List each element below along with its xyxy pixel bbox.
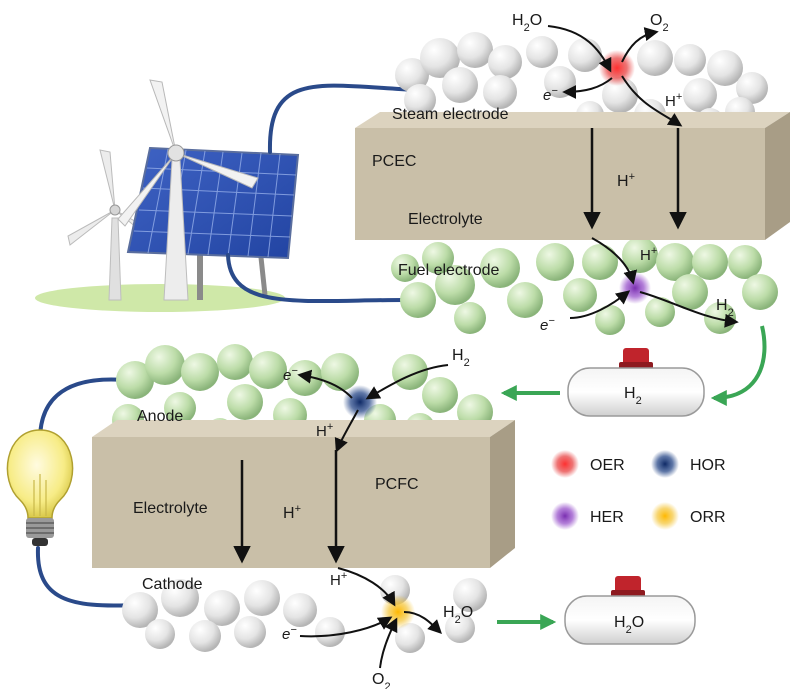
h2-storage-tank: H2 [567,348,705,417]
legend-label-her: HER [590,509,624,526]
anode-label: Anode [137,408,183,425]
reaction-legend: OER HOR HER ORR [551,450,726,530]
pcfc-electron-anode-label: e− [283,365,298,384]
pcfc-electron-cathode-label: e− [282,624,297,643]
oer-site-marker [599,50,635,86]
pcfc-h2o-out-label: H2O [443,604,473,626]
pcec-cell: Steam electrode PCEC H+ Electrolyte Fuel… [355,12,790,335]
cathode-particles [122,575,487,653]
hor-legend-swatch [651,450,679,478]
her-legend-swatch [551,502,579,530]
electrical-wires [35,83,417,608]
orr-to-h2o-arrow [403,611,442,634]
pcfc-proton-label: H+ [283,503,301,522]
her-to-h2-arrow [639,291,739,328]
electron-to-orr-arrow [299,616,393,638]
legend-item-oer: OER [551,450,625,478]
oer-electron-arrow [562,77,613,99]
oer-legend-swatch [551,450,579,478]
legend-label-orr: ORR [690,509,726,526]
hor-electron-arrow [297,369,353,399]
hor-site-marker [343,385,377,419]
wire-solar-to-steam-electrode [267,83,417,154]
pcec-proton-label: H+ [617,171,635,190]
pcfc-proton-cathode-label: H+ [330,570,347,589]
pcec-electron-top-label: e− [543,85,558,104]
proton-to-her-arrow [591,237,638,285]
pcec-block-label: PCEC [372,153,416,170]
renewable-energy-source [35,79,300,312]
oer-to-o2-arrow [621,27,659,63]
pcec-electron-bottom-label: e− [540,315,555,334]
pcec-h2-out-label: H2 [716,297,734,319]
wire-anode-to-bulb [38,377,127,442]
o2-to-orr-arrow [379,617,398,669]
orr-legend-swatch [651,502,679,530]
h2-tank-label: H2 [624,385,642,407]
pcfc-electrolyte-block [92,420,515,568]
legend-item-orr: ORR [651,502,726,530]
electron-to-her-arrow [569,290,631,319]
pcfc-block-label: PCFC [375,476,419,493]
pcfc-o2-in-label: O2 [372,671,391,689]
legend-label-hor: HOR [690,457,726,474]
pcfc-electrolyte-label: Electrolyte [133,500,208,517]
her-site-marker [619,272,651,304]
h2-to-hor-arrow [365,364,449,400]
pcfc-h2-in-label: H2 [452,347,470,369]
h2o-to-oer-arrow [547,25,612,73]
pcec-electrolyte-label: Electrolyte [408,211,483,228]
light-bulb-icon [6,429,74,546]
proton-to-orr-arrow [337,567,396,607]
legend-item-hor: HOR [651,450,726,478]
wire-bulb-to-cathode [35,546,137,608]
oer-proton-arrow [621,75,683,127]
grass-ground [35,284,285,312]
hor-proton-arrow [334,409,359,453]
wire-solar-to-fuel-electrode [226,253,407,304]
h2o-tank-label: H2O [614,614,644,636]
legend-item-her: HER [551,502,624,530]
pcfc-cell: Anode PCFC Electrolyte H+ Cathode e− H2 … [92,344,515,689]
solar-panel-icon [126,146,300,300]
wind-turbine-large-icon [117,79,259,301]
pcec-h2o-in-label: H2O [512,12,542,34]
cathode-label: Cathode [142,576,203,593]
steam-electrode-label: Steam electrode [392,106,509,123]
pcfc-proton-anode-label: H+ [316,421,333,440]
h2o-storage-tank: H2O [564,576,696,645]
pcec-proton-top-label: H+ [665,91,682,110]
h2-to-tank-flow-arrow [710,325,767,406]
fuel-electrode-particles [391,237,778,335]
pcec-proton-bottom-label: H+ [640,245,657,264]
fuel-electrode-label: Fuel electrode [398,262,499,279]
pcec-o2-out-label: O2 [650,12,669,34]
legend-label-oer: OER [590,457,625,474]
